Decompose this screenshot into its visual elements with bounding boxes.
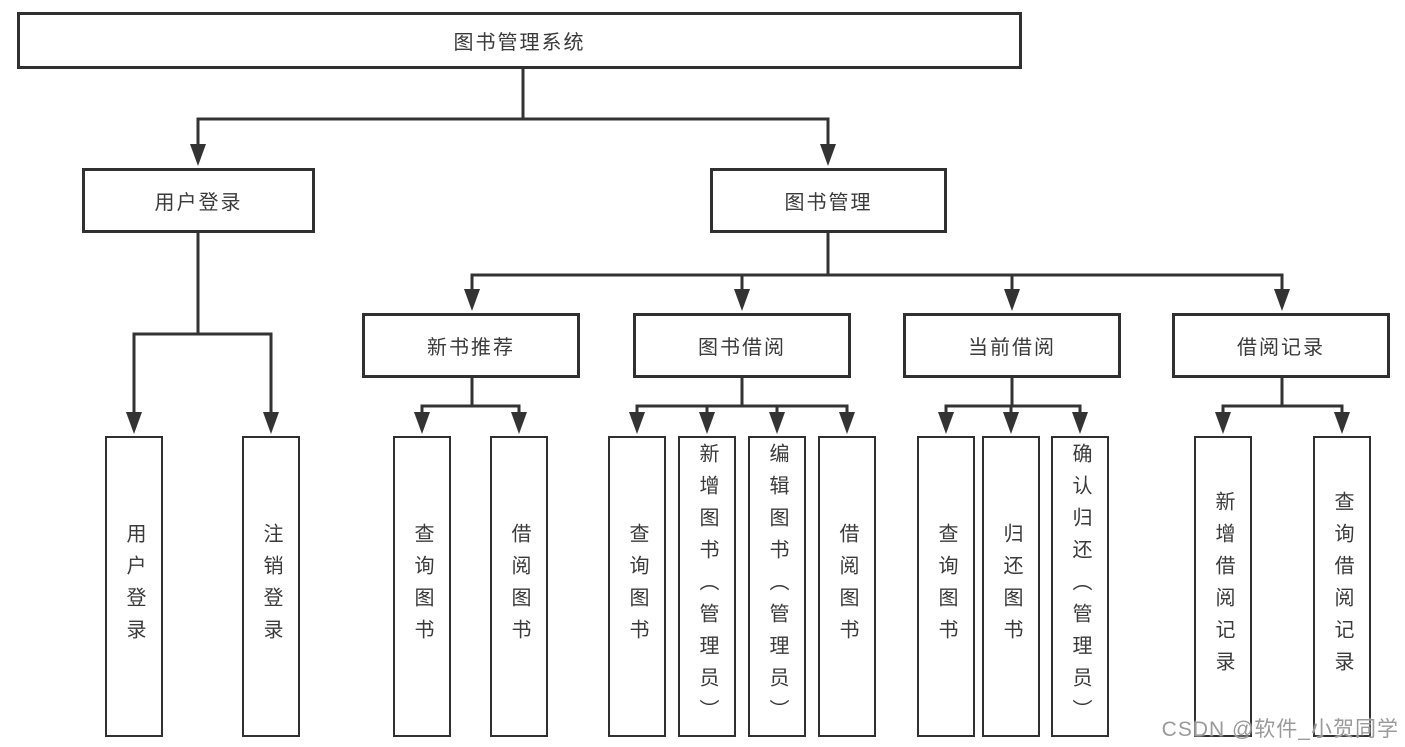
leaf-query-borrow-record-label: 查询借阅记录 [1331, 490, 1353, 683]
leaf-edit-book-admin-label: 编辑图书（管理员） [766, 442, 788, 731]
leaf-confirm-return-admin: 确认归还（管理员） [1051, 436, 1109, 737]
node-borrow-records-label: 借阅记录 [1237, 337, 1325, 359]
leaf-borrow-book: 借阅图书 [818, 436, 876, 737]
node-borrow-records: 借阅记录 [1172, 313, 1390, 378]
node-book-borrow: 图书借阅 [633, 313, 851, 378]
node-root-system: 图书管理系统 [17, 12, 1022, 69]
leaf-borrow-query-books: 查询图书 [608, 436, 666, 737]
node-current-borrow-label: 当前借阅 [968, 337, 1056, 359]
leaf-confirm-return-admin-label: 确认归还（管理员） [1069, 442, 1091, 731]
leaf-add-book-admin-label: 新增图书（管理员） [696, 442, 718, 731]
leaf-logout-label: 注销登录 [260, 522, 282, 651]
node-new-book-recommend: 新书推荐 [362, 313, 580, 378]
node-user-login-label: 用户登录 [154, 192, 243, 214]
leaf-newbooks-query-books: 查询图书 [393, 436, 451, 737]
leaf-add-borrow-record: 新增借阅记录 [1194, 436, 1252, 737]
node-book-borrow-label: 图书借阅 [698, 337, 786, 359]
leaf-return-book-label: 归还图书 [1000, 522, 1022, 651]
leaf-return-book: 归还图书 [982, 436, 1040, 737]
leaf-user-login-label: 用户登录 [123, 522, 145, 651]
leaf-borrow-book-label: 借阅图书 [836, 522, 858, 651]
leaf-current-query-books-label: 查询图书 [935, 522, 957, 651]
node-new-book-recommend-label: 新书推荐 [427, 337, 515, 359]
leaf-borrow-query-books-label: 查询图书 [626, 522, 648, 651]
node-book-management: 图书管理 [710, 168, 947, 233]
csdn-watermark: CSDN @软件_小贺同学 [1161, 718, 1399, 741]
leaf-newbooks-borrow-books-label: 借阅图书 [508, 522, 530, 651]
leaf-add-borrow-record-label: 新增借阅记录 [1212, 490, 1234, 683]
leaf-newbooks-borrow-books: 借阅图书 [490, 436, 548, 737]
leaf-query-borrow-record: 查询借阅记录 [1313, 436, 1371, 737]
leaf-edit-book-admin: 编辑图书（管理员） [748, 436, 806, 737]
node-book-management-label: 图书管理 [784, 192, 873, 214]
leaf-logout: 注销登录 [242, 436, 300, 737]
leaf-user-login: 用户登录 [105, 436, 163, 737]
node-root-label: 图书管理系统 [453, 32, 586, 54]
leaf-newbooks-query-books-label: 查询图书 [411, 522, 433, 651]
leaf-current-query-books: 查询图书 [917, 436, 975, 737]
node-current-borrow: 当前借阅 [903, 313, 1121, 378]
leaf-add-book-admin: 新增图书（管理员） [678, 436, 736, 737]
node-user-login: 用户登录 [82, 168, 315, 233]
